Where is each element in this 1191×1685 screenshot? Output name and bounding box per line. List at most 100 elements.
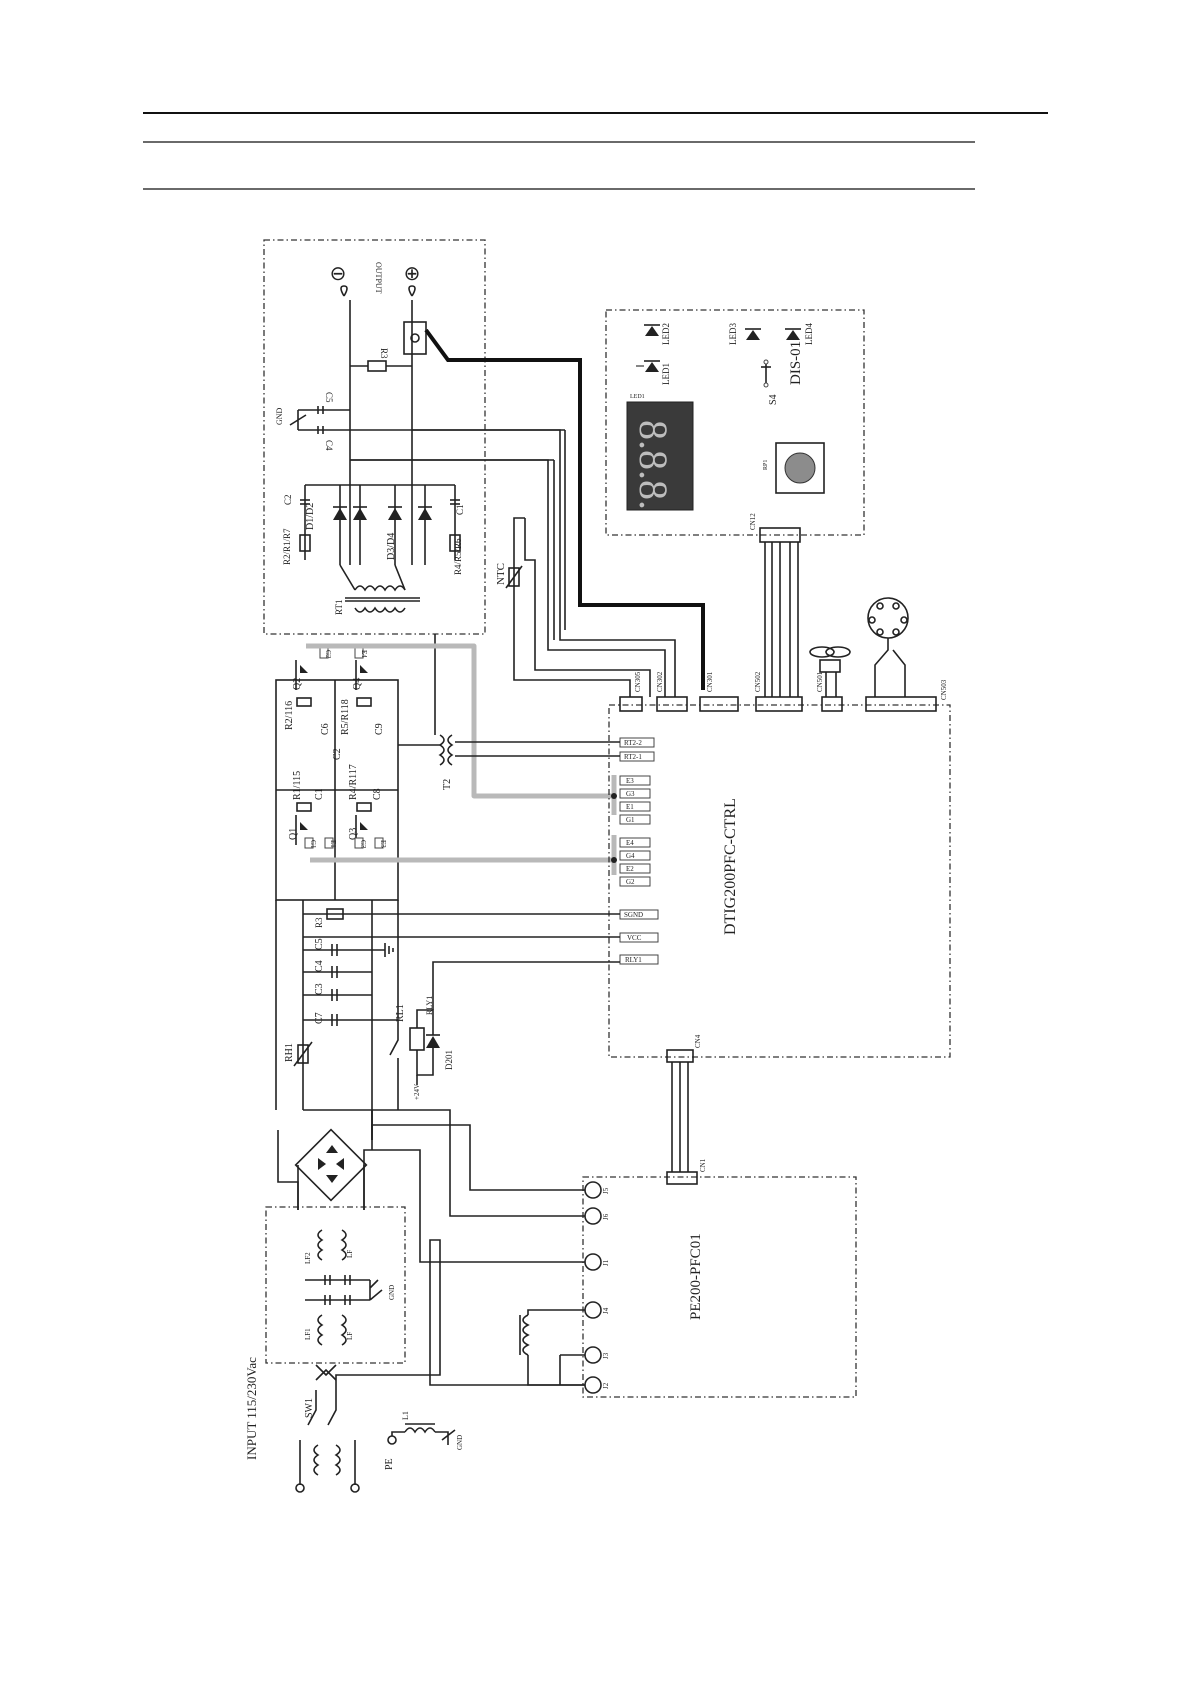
ntc-label: NTC xyxy=(495,563,507,585)
output-label: OUTPUT xyxy=(374,262,383,294)
sig-g3: G3 xyxy=(626,790,635,798)
display-board-name: DIS-01 xyxy=(788,341,804,385)
pe-terminal-icon xyxy=(387,1435,397,1445)
q4-label: Q4 xyxy=(352,678,363,690)
input-section: LF2 LF GND LF1 LF SW1 INPUT 115/230Vac xyxy=(244,1110,464,1493)
led2-icon xyxy=(644,324,660,336)
sw1-label: SW1 xyxy=(304,1398,315,1418)
led3-label: LED3 xyxy=(728,323,738,345)
connector-cn4 xyxy=(666,1049,694,1063)
dc-bus-section: R3 C5 C4 C3 C7 RH1 RL1 RLY1 D201 +24V xyxy=(275,900,620,1150)
r4r117-label: R4/R117 xyxy=(348,764,359,800)
c5-low-label: C5 xyxy=(314,938,325,950)
r2r1r7-label: R2/R1/R7 xyxy=(282,528,292,565)
hall-sensor-icon xyxy=(403,321,427,355)
v24-label: +24V xyxy=(413,1084,421,1100)
connector-cn302 xyxy=(656,696,688,712)
sig-rt2-2: RT2-2 xyxy=(624,739,642,747)
sig-rly1: RLY1 xyxy=(625,956,642,964)
jack-j2 xyxy=(584,1376,602,1394)
led1-label: LED1 xyxy=(661,363,671,385)
header-rules xyxy=(143,112,1048,190)
cn4-label: CN4 xyxy=(694,1034,702,1048)
fan-icon xyxy=(809,646,851,697)
pe-label: PE xyxy=(384,1458,395,1470)
resistor-r5-bridge xyxy=(356,697,372,707)
igbt-q4-icon xyxy=(355,660,368,690)
gnd-in-label: GND xyxy=(388,1285,396,1300)
j2-label: J2 xyxy=(602,1382,610,1389)
cn501-label: CN501 xyxy=(816,671,824,692)
cn1-label: CN1 xyxy=(699,1158,707,1172)
sig-e2: E2 xyxy=(626,865,634,873)
rh1-label: RH1 xyxy=(284,1043,295,1062)
c6-label: C6 xyxy=(320,723,331,735)
cn302-label: CN302 xyxy=(656,671,664,692)
switch-s4-icon xyxy=(761,359,771,388)
rt1-label: RT1 xyxy=(334,600,344,615)
inductor-lf2-icon xyxy=(317,1229,324,1261)
c9-label: C9 xyxy=(374,723,385,735)
sig-q3-e: E3 xyxy=(379,840,387,848)
inverter-bridge: Q2 Q4 R2/116 C6 R5/R118 C9 C2 G2 E4 Q1 Q… xyxy=(275,634,454,901)
control-board-name: DTIG200PFC-CTRL xyxy=(722,798,739,935)
resistor-r1-bridge xyxy=(296,802,312,812)
led3-icon xyxy=(745,328,761,340)
output-block-frame xyxy=(263,239,486,635)
pfc-inductor-icon xyxy=(522,1314,530,1356)
diode-d201-icon xyxy=(426,1036,440,1048)
ground-filter-icon xyxy=(369,1279,383,1301)
inductor-lf1-icon xyxy=(317,1314,324,1346)
resistor-r4-bridge xyxy=(356,802,372,812)
diode-d3-icon xyxy=(388,508,402,520)
resistor-r5-out xyxy=(449,534,461,552)
r4r5r6-label: R4/R5/R6 xyxy=(453,538,463,575)
lf-a-label: LF xyxy=(346,1250,354,1258)
lf2-label: LF2 xyxy=(304,1252,312,1264)
capacitor-c3-icon xyxy=(331,989,338,1001)
c1-mid-label: C1 xyxy=(314,788,325,800)
cn305-label: CN305 xyxy=(634,671,642,692)
q3-label: Q3 xyxy=(348,828,359,840)
sig-q1-g: G1 xyxy=(309,840,317,849)
rly1-label: RLY1 xyxy=(425,996,434,1015)
cn12-label: CN12 xyxy=(749,513,757,530)
led2-label: LED2 xyxy=(661,323,671,345)
filter-capacitors-icon xyxy=(324,1275,351,1305)
r5r118-label: R5/R118 xyxy=(340,699,351,735)
rl1-label: RL1 xyxy=(395,1004,406,1022)
sig-sgnd: SGND xyxy=(624,911,643,919)
resistor-r3-mid xyxy=(326,908,344,920)
display-cable xyxy=(764,542,799,697)
connector-cn305 xyxy=(619,696,643,712)
input-terminal-n-icon xyxy=(350,1483,360,1493)
diode-d4-icon xyxy=(418,508,432,520)
c8-label: C8 xyxy=(372,788,383,800)
l1-label: L1 xyxy=(401,1411,410,1420)
c4-out-label: C4 xyxy=(324,440,334,451)
lf-b-label: LF xyxy=(346,1332,354,1340)
pfc-board-name: PE200-PFC01 xyxy=(688,1233,704,1320)
display-board-frame xyxy=(605,309,865,536)
potentiometer-rp1 xyxy=(775,442,825,494)
display-board: DIS-01 8.8.8. LED1 LED1 LED2 LED3 LED4 S… xyxy=(605,309,865,543)
pfc-control-cable xyxy=(671,1062,689,1172)
diode-d1-icon xyxy=(333,508,347,520)
connector-cn301 xyxy=(699,696,739,712)
gnd-pe-label: GND xyxy=(456,1435,464,1450)
r2r116-label: R2/116 xyxy=(284,701,295,730)
hall-sensor-cable xyxy=(424,328,705,690)
sig-e3: E3 xyxy=(626,777,634,785)
output-plus-symbol: ⊕ xyxy=(404,263,421,285)
sig-q2-g: G2 xyxy=(324,650,332,659)
seven-segment-display xyxy=(626,401,694,511)
sig-e4: E4 xyxy=(626,839,634,847)
j5-label: J5 xyxy=(602,1187,610,1194)
transformer-rt1-secondary xyxy=(354,585,406,592)
relay-coil-icon xyxy=(409,1027,425,1051)
sig-vcc: VCC xyxy=(627,934,642,942)
j4-label: J4 xyxy=(602,1307,610,1314)
s4-label: S4 xyxy=(768,394,779,405)
jack-j4 xyxy=(584,1301,602,1319)
